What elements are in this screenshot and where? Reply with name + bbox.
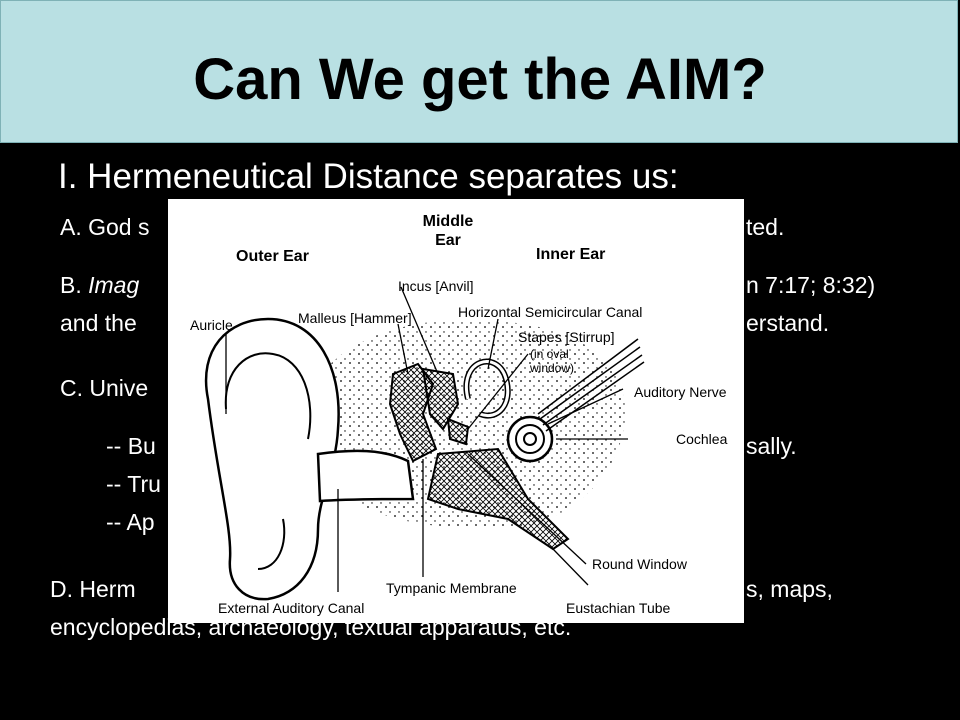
incus-bone — [421, 367, 460, 431]
label-outer-ear: Outer Ear — [236, 248, 309, 265]
point-d-line1-tail: s, maps, — [746, 576, 833, 602]
earlobe-fold — [257, 518, 286, 570]
section-heading: I. Hermeneutical Distance separates us: — [58, 157, 679, 196]
point-b-prefix: B. — [60, 272, 89, 298]
label-tympanic-membrane: Tympanic Membrane — [386, 580, 517, 596]
label-window: window) — [529, 361, 574, 375]
label-auricle: Auricle — [190, 317, 233, 333]
point-b-italic: Imag — [88, 272, 140, 298]
label-cochlea: Cochlea — [676, 431, 728, 447]
auricle-outline — [204, 317, 340, 601]
point-b-line2-tail: erstand. — [746, 310, 830, 336]
point-a-tail: ted. — [746, 214, 785, 240]
label-malleus: Malleus [Hammer] — [298, 310, 412, 326]
bullet-2: -- Tru — [106, 471, 161, 497]
point-b-line1: B. Imag — [60, 271, 139, 299]
label-horizontal-canal: Horizontal Semicircular Canal — [458, 304, 642, 320]
cochlea-spiral — [506, 415, 554, 463]
point-c: C. Unive — [60, 375, 149, 401]
stapes-bone — [446, 417, 470, 446]
bullet-1: -- Bu — [106, 433, 156, 459]
bullet-1-tail: sally. — [746, 433, 797, 459]
ear-diagram: Middle Ear Outer Ear Inner Ear Incus [An… — [168, 199, 744, 623]
label-incus: Incus [Anvil] — [398, 278, 473, 294]
label-middle-1: Middle — [423, 213, 474, 230]
label-auditory-nerve: Auditory Nerve — [634, 384, 727, 400]
point-d-line1: D. Herm — [50, 576, 136, 602]
auricle-inner-fold — [224, 352, 312, 440]
point-a: A. God s — [60, 214, 150, 240]
ear-anatomy-illustration: Middle Ear Outer Ear Inner Ear Incus [An… — [190, 213, 728, 616]
label-eustachian-tube: Eustachian Tube — [566, 600, 671, 616]
label-leader-lines — [225, 286, 628, 592]
label-in-oval: (in oval — [530, 347, 569, 361]
auditory-canal — [316, 449, 415, 503]
label-middle-2: Ear — [435, 232, 461, 249]
label-stapes: Stapes [Stirrup] — [518, 329, 615, 345]
point-b-line1-tail: n 7:17; 8:32) — [746, 272, 876, 298]
point-b-line2: and the — [60, 310, 137, 336]
label-external-canal: External Auditory Canal — [218, 600, 364, 616]
slide-title: Can We get the AIM? — [193, 47, 767, 112]
bullet-3: -- Ap — [106, 509, 155, 535]
title-bar — [0, 0, 958, 143]
label-inner-ear: Inner Ear — [536, 246, 605, 263]
label-round-window: Round Window — [592, 556, 688, 572]
auditory-nerve-lines — [537, 338, 645, 432]
